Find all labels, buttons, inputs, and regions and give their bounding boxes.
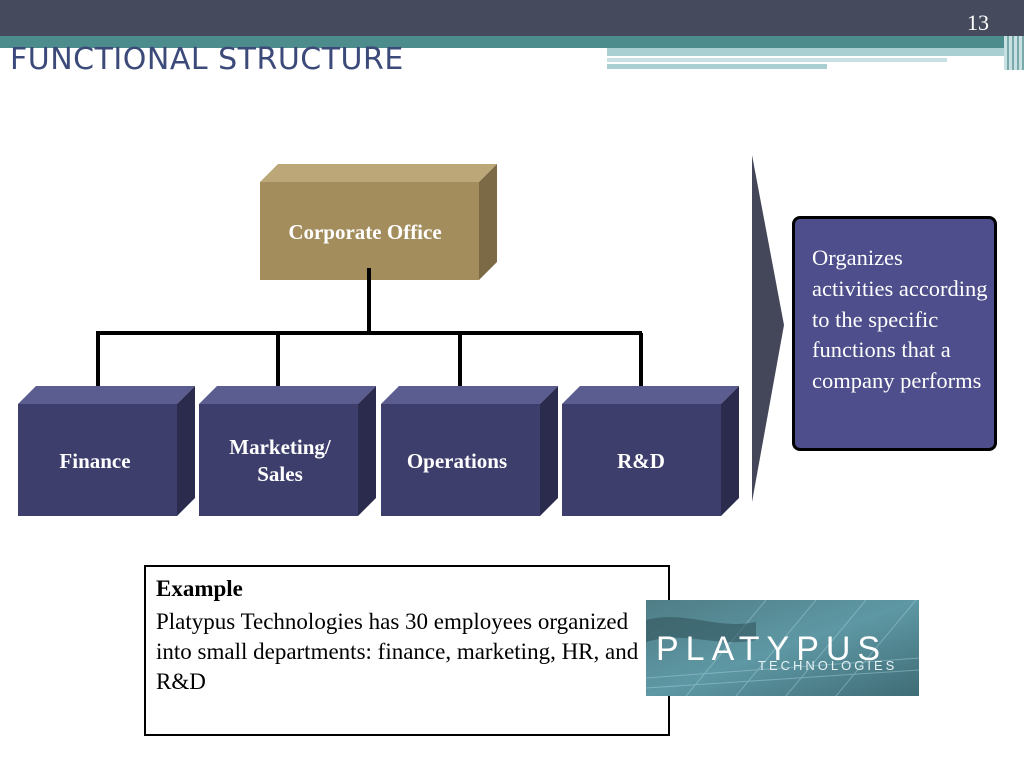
department-marketing-box: Marketing/ Sales (199, 386, 376, 516)
example-box: Example Platypus Technologies has 30 emp… (144, 565, 670, 736)
department-label: Sales (257, 462, 303, 486)
banner-stripe (1004, 36, 1024, 70)
description-box: Organizes activities according to the sp… (792, 216, 997, 451)
connector-lines (96, 268, 643, 396)
department-rd-box: R&D (562, 386, 739, 516)
org-chart: Corporate Office Finance Marketing/ Sale… (18, 155, 784, 516)
logo-subtitle: TECHNOLOGIES (758, 658, 897, 673)
department-label: Finance (59, 449, 130, 473)
department-finance-box: Finance (18, 386, 195, 516)
page-title: FUNCTIONAL STRUCTURE (10, 42, 404, 77)
logo-name: PLATYPUS (656, 630, 887, 668)
banner-stripe (607, 48, 1024, 56)
department-operations-box: Operations (381, 386, 558, 516)
corporate-office-label: Corporate Office (288, 220, 441, 244)
platypus-logo: PLATYPUS TECHNOLOGIES (646, 600, 919, 696)
slide-number: 13 (967, 10, 989, 35)
department-label: Marketing/ (229, 435, 332, 459)
example-heading: Example (156, 576, 243, 601)
pointer-arrow (752, 155, 784, 502)
banner-stripe (0, 36, 1024, 48)
banner-stripe (607, 58, 947, 62)
banner-stripe (607, 64, 827, 69)
department-label: Operations (407, 449, 507, 473)
example-text: Platypus Technologies has 30 employees o… (156, 609, 639, 694)
corporate-office-box: Corporate Office (260, 164, 497, 280)
top-banner (0, 0, 1024, 36)
department-label: R&D (617, 449, 665, 473)
